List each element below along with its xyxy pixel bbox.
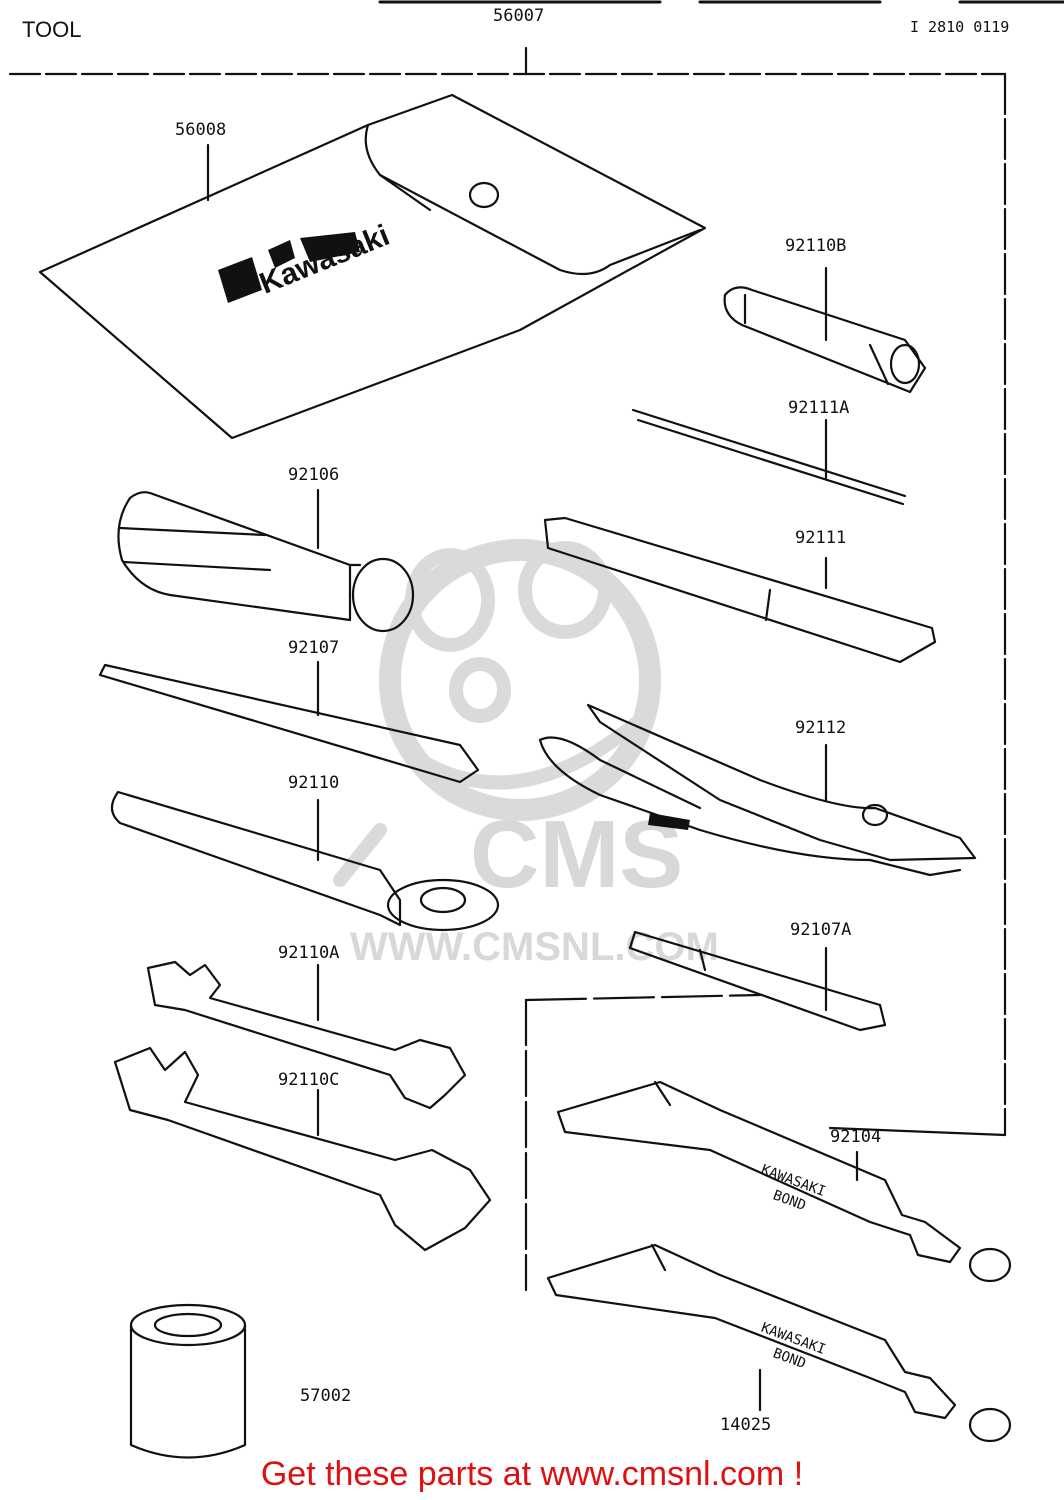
part-label-92107a[interactable]: 92107A	[790, 920, 852, 940]
part-label-92110[interactable]: 92110	[288, 773, 340, 793]
part-label-92107[interactable]: 92107	[288, 638, 340, 658]
part-label-92112[interactable]: 92112	[795, 718, 847, 738]
part-label-92111[interactable]: 92111	[795, 528, 847, 548]
part-label-92104[interactable]: 92104	[830, 1127, 882, 1147]
part-label-92106[interactable]: 92106	[288, 465, 340, 485]
part-label-56008[interactable]: 56008	[175, 120, 227, 140]
assembly-code: 56007	[493, 6, 545, 26]
footer-cta-link[interactable]: Get these parts at www.cmsnl.com !	[260, 1455, 804, 1493]
part-label-57002[interactable]: 57002	[300, 1386, 352, 1406]
part-label-92111a[interactable]: 92111A	[788, 398, 850, 418]
page-title: TOOL	[22, 17, 82, 42]
part-label-92110c[interactable]: 92110C	[278, 1070, 340, 1090]
part-label-14025[interactable]: 14025	[720, 1415, 772, 1435]
diagram-ref: I 2810 0119	[910, 18, 1010, 36]
part-label-92110a[interactable]: 92110A	[278, 943, 340, 963]
part-label-92110b[interactable]: 92110B	[785, 236, 847, 256]
